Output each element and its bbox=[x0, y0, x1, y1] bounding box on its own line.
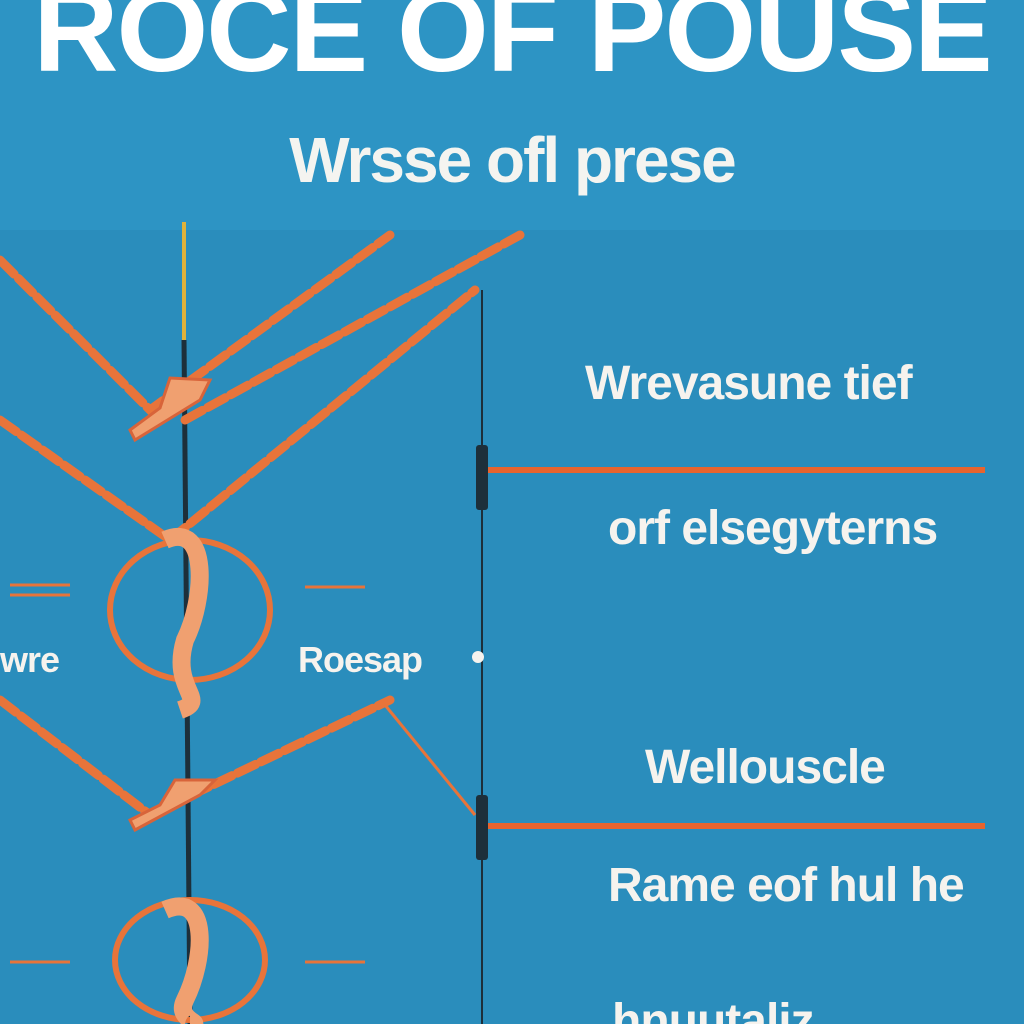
knot-upper bbox=[128, 376, 213, 443]
label-left-roesap: Roesap bbox=[298, 639, 423, 680]
header-banner: ROCE OF POUSE Wrsse ofl prese bbox=[0, 0, 1024, 230]
label-right-1: Wrevasune tief bbox=[585, 357, 913, 410]
label-right-3: Wellouscle bbox=[645, 741, 886, 794]
rope-thin-strand bbox=[383, 704, 477, 816]
label-left-wre: wre bbox=[0, 639, 60, 680]
clamp-upper bbox=[476, 445, 488, 510]
dot-marker bbox=[472, 651, 484, 663]
diagram-area bbox=[0, 230, 1024, 1024]
clamp-lower bbox=[476, 795, 488, 860]
twisted-knot-bottom bbox=[161, 897, 209, 1024]
label-right-4: Rame eof hul he bbox=[608, 859, 965, 912]
twisted-knot-middle bbox=[161, 528, 209, 719]
page-subtitle: Wrsse ofl prese bbox=[289, 124, 736, 196]
rope-upper-diagonal bbox=[180, 230, 525, 425]
knot-lower bbox=[127, 778, 219, 833]
label-right-2: orf elsegyterns bbox=[608, 502, 938, 555]
label-right-5: hnuutaliz bbox=[612, 995, 815, 1024]
page-title: ROCE OF POUSE bbox=[33, 0, 992, 97]
rope-upper-chevron bbox=[0, 230, 395, 416]
